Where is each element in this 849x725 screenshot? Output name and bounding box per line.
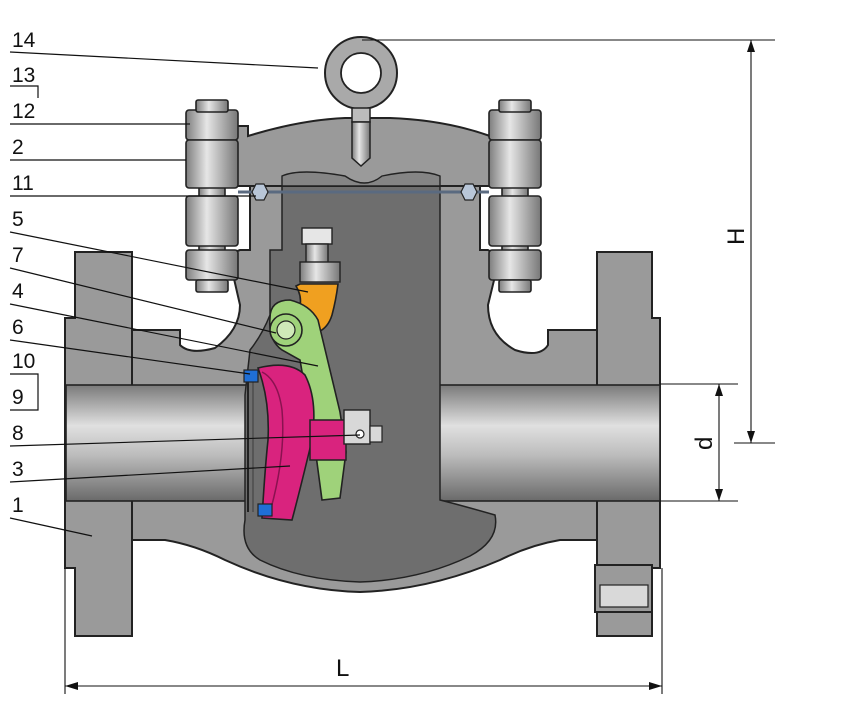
callout-10: 10 [12,350,35,373]
callout-9: 9 [12,386,24,409]
callout-labels: 14 13 12 2 11 5 7 4 6 10 9 8 3 1 [12,29,36,517]
callout-13: 13 [12,64,35,87]
foot-highlight [599,584,649,608]
callout-6: 6 [12,316,24,339]
gasket-right-node [460,183,478,201]
disc-face [261,371,284,513]
callout-11: 11 [12,172,34,195]
callout-14: 14 [12,29,36,52]
hinge-bolt-head [301,227,333,245]
stud-right [488,99,542,293]
gasket [238,183,489,201]
eye-bolt-shank [351,107,371,123]
dimension-label-h: H [723,228,750,245]
eye-bolt-thread [351,121,371,168]
stud-left [185,99,239,293]
dimension-lines [64,39,775,694]
eye-bolt-hole [340,52,382,94]
callout-1: 1 [12,494,24,517]
nut-top-right [488,109,542,141]
nut-low-left [185,195,239,247]
bonnet-cover [227,117,515,187]
callout-12: 12 [12,100,35,123]
gasket-left-node [251,183,269,201]
dimension-label-l: L [336,655,349,682]
leader-lines [9,51,361,537]
nut-bottom-right [488,249,542,281]
disc-nut [309,409,383,461]
seal-bottom [257,503,273,517]
bonnet-recess [281,171,441,187]
seat-rings [243,369,273,517]
valve-disc [256,364,315,521]
nut-low-right [488,195,542,247]
hinge-pin-core [276,320,296,340]
callout-7: 7 [12,244,24,267]
nut-mid-left [185,139,239,189]
seal-top [243,369,259,383]
callout-5: 5 [12,208,24,231]
nut-mid-right [488,139,542,189]
callout-4: 4 [12,280,24,303]
callout-2: 2 [12,136,24,159]
bonnet [227,117,515,187]
eye-bolt [324,36,398,168]
dimension-label-d: d [691,437,718,450]
callout-3: 3 [12,458,24,481]
nut-top-left [185,109,239,141]
callout-8: 8 [12,422,24,445]
nut-bottom-left [185,249,239,281]
